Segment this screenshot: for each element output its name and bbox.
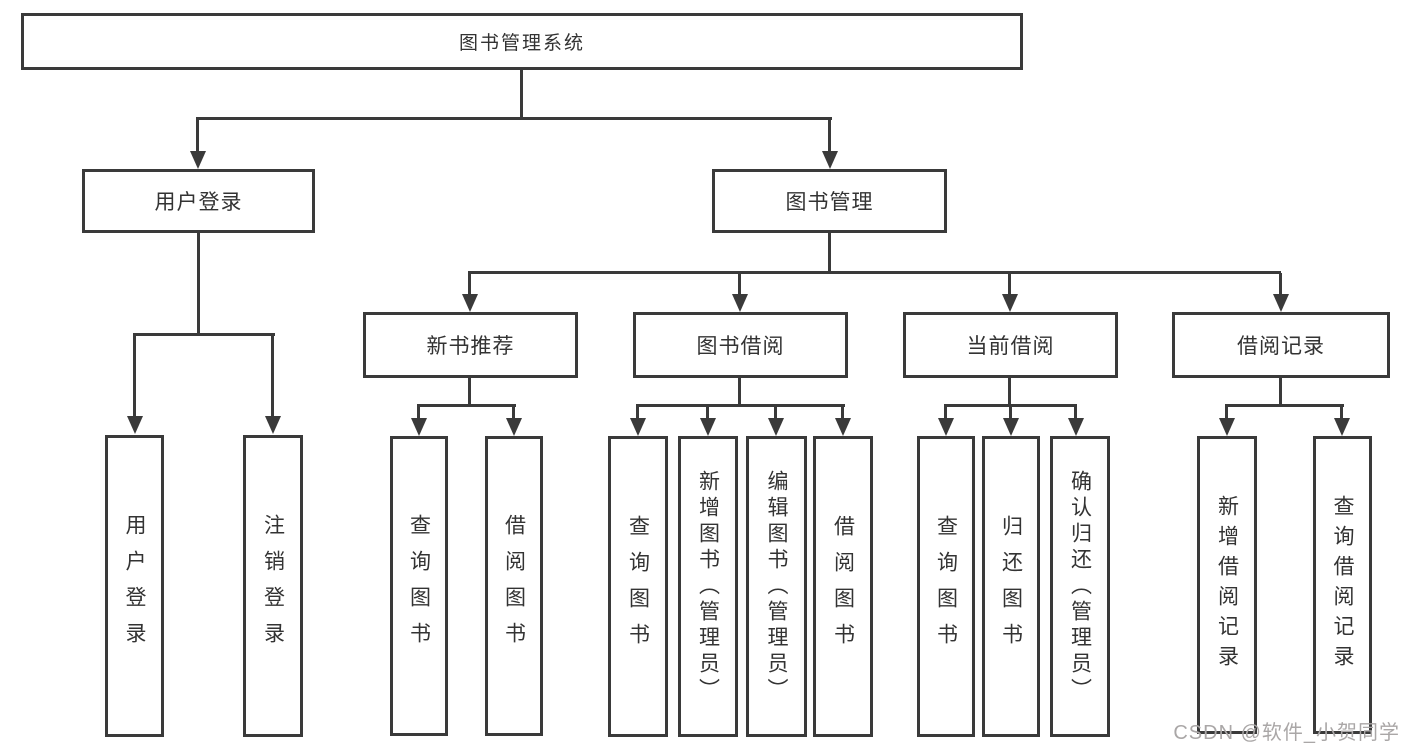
edge-bw1-stem bbox=[636, 406, 639, 419]
leaf-bw-query-book: 查询图书 bbox=[608, 436, 668, 737]
arrow-nb2-icon bbox=[506, 418, 522, 436]
edge-rc2-stem bbox=[1340, 406, 1343, 419]
edge-mgmt-down bbox=[828, 233, 831, 273]
arrow-cu3-icon bbox=[1068, 418, 1084, 436]
node-book-borrow: 图书借阅 bbox=[633, 312, 848, 378]
edge-bw4-stem bbox=[841, 406, 844, 419]
edge-bw3-stem bbox=[774, 406, 777, 419]
edge-borrow-down bbox=[738, 378, 741, 406]
edge-mgmt-rail bbox=[468, 271, 1281, 274]
edge-root-stem bbox=[520, 70, 523, 119]
arrow-cu1-icon bbox=[938, 418, 954, 436]
leaf-nb-query-book: 查询图书 bbox=[390, 436, 448, 736]
arrow-login-child1-icon bbox=[127, 416, 143, 434]
arrow-login-child2-icon bbox=[265, 416, 281, 434]
node-root: 图书管理系统 bbox=[21, 13, 1023, 70]
leaf-logout: 注销登录 bbox=[243, 435, 303, 737]
edge-borrow-rail bbox=[636, 404, 845, 407]
leaf-rc-query-record: 查询借阅记录 bbox=[1313, 436, 1372, 734]
edge-current-stem bbox=[1008, 273, 1011, 295]
node-borrow-records: 借阅记录 bbox=[1172, 312, 1390, 378]
leaf-bw-borrow-book: 借阅图书 bbox=[813, 436, 873, 737]
arrow-bw4-icon bbox=[835, 418, 851, 436]
edge-bookmgmt-stem bbox=[828, 119, 831, 152]
edge-userlogin-stem bbox=[196, 119, 199, 152]
arrow-borrow-icon bbox=[732, 294, 748, 312]
arrow-bookmgmt-icon bbox=[822, 151, 838, 169]
edge-cu3-stem bbox=[1074, 406, 1077, 419]
edge-newbooks-down bbox=[468, 378, 471, 406]
node-book-management: 图书管理 bbox=[712, 169, 947, 233]
csdn-watermark: CSDN @软件_小贺同学 bbox=[1173, 722, 1400, 744]
leaf-bw-edit-book-admin: 编辑图书（管理员） bbox=[746, 436, 807, 737]
arrow-nb1-icon bbox=[411, 418, 427, 436]
arrow-newbooks-icon bbox=[462, 294, 478, 312]
node-new-book-recommend: 新书推荐 bbox=[363, 312, 578, 378]
edge-cu2-stem bbox=[1009, 406, 1012, 419]
edge-nb2-stem bbox=[512, 406, 515, 419]
leaf-rc-add-record: 新增借阅记录 bbox=[1197, 436, 1257, 734]
leaf-user-login: 用户登录 bbox=[105, 435, 164, 737]
edge-current-down bbox=[1008, 378, 1011, 406]
edge-login-child2-stem bbox=[271, 335, 274, 417]
arrow-bw2-icon bbox=[700, 418, 716, 436]
arrow-cu2-icon bbox=[1003, 418, 1019, 436]
edge-current-rail bbox=[944, 404, 1077, 407]
edge-records-stem bbox=[1279, 273, 1282, 295]
edge-newbooks-stem bbox=[468, 273, 471, 295]
edge-root-rail bbox=[196, 117, 832, 120]
arrow-bw3-icon bbox=[768, 418, 784, 436]
node-user-login: 用户登录 bbox=[82, 169, 315, 233]
leaf-cu-query-book: 查询图书 bbox=[917, 436, 975, 737]
arrow-userlogin-icon bbox=[190, 151, 206, 169]
arrow-rc2-icon bbox=[1334, 418, 1350, 436]
arrow-rc1-icon bbox=[1219, 418, 1235, 436]
edge-login-child1-stem bbox=[133, 335, 136, 417]
node-current-borrow: 当前借阅 bbox=[903, 312, 1118, 378]
edge-bw2-stem bbox=[706, 406, 709, 419]
leaf-bw-add-book-admin: 新增图书（管理员） bbox=[678, 436, 738, 737]
edge-records-rail bbox=[1225, 404, 1344, 407]
edge-rc1-stem bbox=[1225, 406, 1228, 419]
edge-nb1-stem bbox=[417, 406, 420, 419]
leaf-nb-borrow-book: 借阅图书 bbox=[485, 436, 543, 736]
leaf-cu-return-book: 归还图书 bbox=[982, 436, 1040, 737]
arrow-records-icon bbox=[1273, 294, 1289, 312]
arrow-current-icon bbox=[1002, 294, 1018, 312]
arrow-bw1-icon bbox=[630, 418, 646, 436]
edge-records-down bbox=[1279, 378, 1282, 406]
leaf-cu-confirm-return-admin: 确认归还（管理员） bbox=[1050, 436, 1110, 737]
edge-login-down bbox=[197, 233, 200, 335]
edge-newbooks-rail bbox=[417, 404, 516, 407]
edge-borrow-stem bbox=[738, 273, 741, 295]
edge-cu1-stem bbox=[944, 406, 947, 419]
edge-login-rail bbox=[133, 333, 275, 336]
